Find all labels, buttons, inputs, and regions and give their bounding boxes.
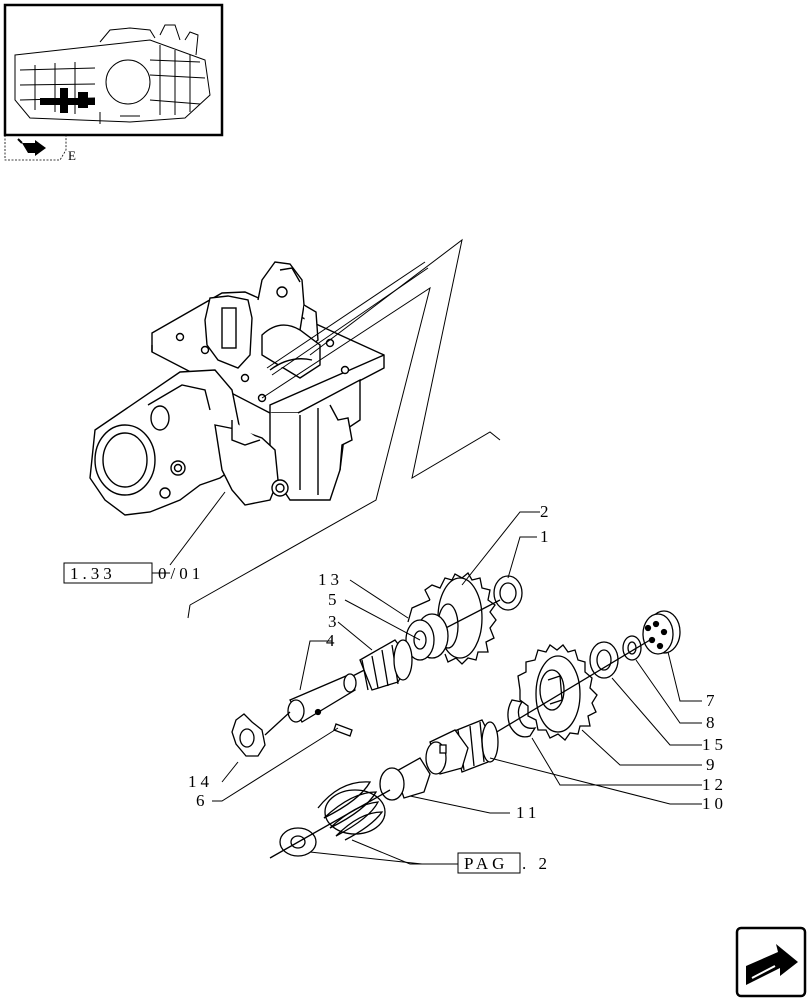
page-reference-suffix: . 2 xyxy=(522,854,551,873)
callout-5: 5 xyxy=(328,590,341,609)
reference-box[interactable]: 1.33 0/01 xyxy=(63,491,226,584)
part-12-snap-ring xyxy=(507,699,537,738)
part-1-washer xyxy=(493,575,523,611)
part-4-cylinder xyxy=(287,673,357,723)
part-15-washer xyxy=(589,641,619,679)
spring xyxy=(317,781,386,841)
callout-9: 9 xyxy=(706,755,719,774)
callout-1: 1 xyxy=(540,527,553,546)
callout-3: 3 xyxy=(328,612,341,631)
callout-7: 7 xyxy=(706,691,719,710)
reference-code: 1.33 xyxy=(70,564,116,583)
callout-12: 12 xyxy=(702,775,727,794)
callout-13: 13 xyxy=(318,570,343,589)
exploded-parts xyxy=(231,572,681,859)
part-3-splined-shaft xyxy=(359,639,413,691)
view-letter: E xyxy=(68,148,76,163)
leader-lines xyxy=(212,511,702,865)
callout-8: 8 xyxy=(706,713,719,732)
page-reference-code: PAG xyxy=(464,854,508,873)
part-9-gear xyxy=(517,644,598,741)
arrow-icon xyxy=(17,138,46,156)
shaft-axis-spring xyxy=(269,789,391,859)
callout-6: 6 xyxy=(196,791,209,810)
part-8-washer xyxy=(622,635,642,661)
callout-4: 4 xyxy=(326,631,339,650)
callout-10: 10 xyxy=(702,794,727,813)
page-reference-box[interactable]: PAG . 2 xyxy=(457,852,551,874)
callout-11: 11 xyxy=(516,803,540,822)
next-page-arrow-icon xyxy=(746,944,798,985)
next-page-button[interactable] xyxy=(735,926,807,998)
view-indicator: E xyxy=(4,135,76,163)
callout-labels: 2 1 13 5 3 4 14 6 7 8 15 9 12 10 11 xyxy=(188,502,727,822)
reference-suffix: 0/01 xyxy=(158,564,204,583)
detail-wedge xyxy=(187,238,501,619)
part-7-bearing xyxy=(642,610,681,655)
callout-14: 14 xyxy=(188,772,213,791)
thumbnail-view[interactable] xyxy=(3,3,224,137)
callout-15: 15 xyxy=(702,735,727,754)
part-13-bearing xyxy=(399,613,449,661)
part-14-clip xyxy=(231,713,266,757)
thumbnail-highlight-part xyxy=(40,88,95,113)
callout-2: 2 xyxy=(540,502,553,521)
shaft-axis-left xyxy=(264,711,291,736)
hydraulic-housing xyxy=(89,261,385,516)
part-6-pin xyxy=(333,723,353,737)
part-11-coupler xyxy=(379,729,469,801)
